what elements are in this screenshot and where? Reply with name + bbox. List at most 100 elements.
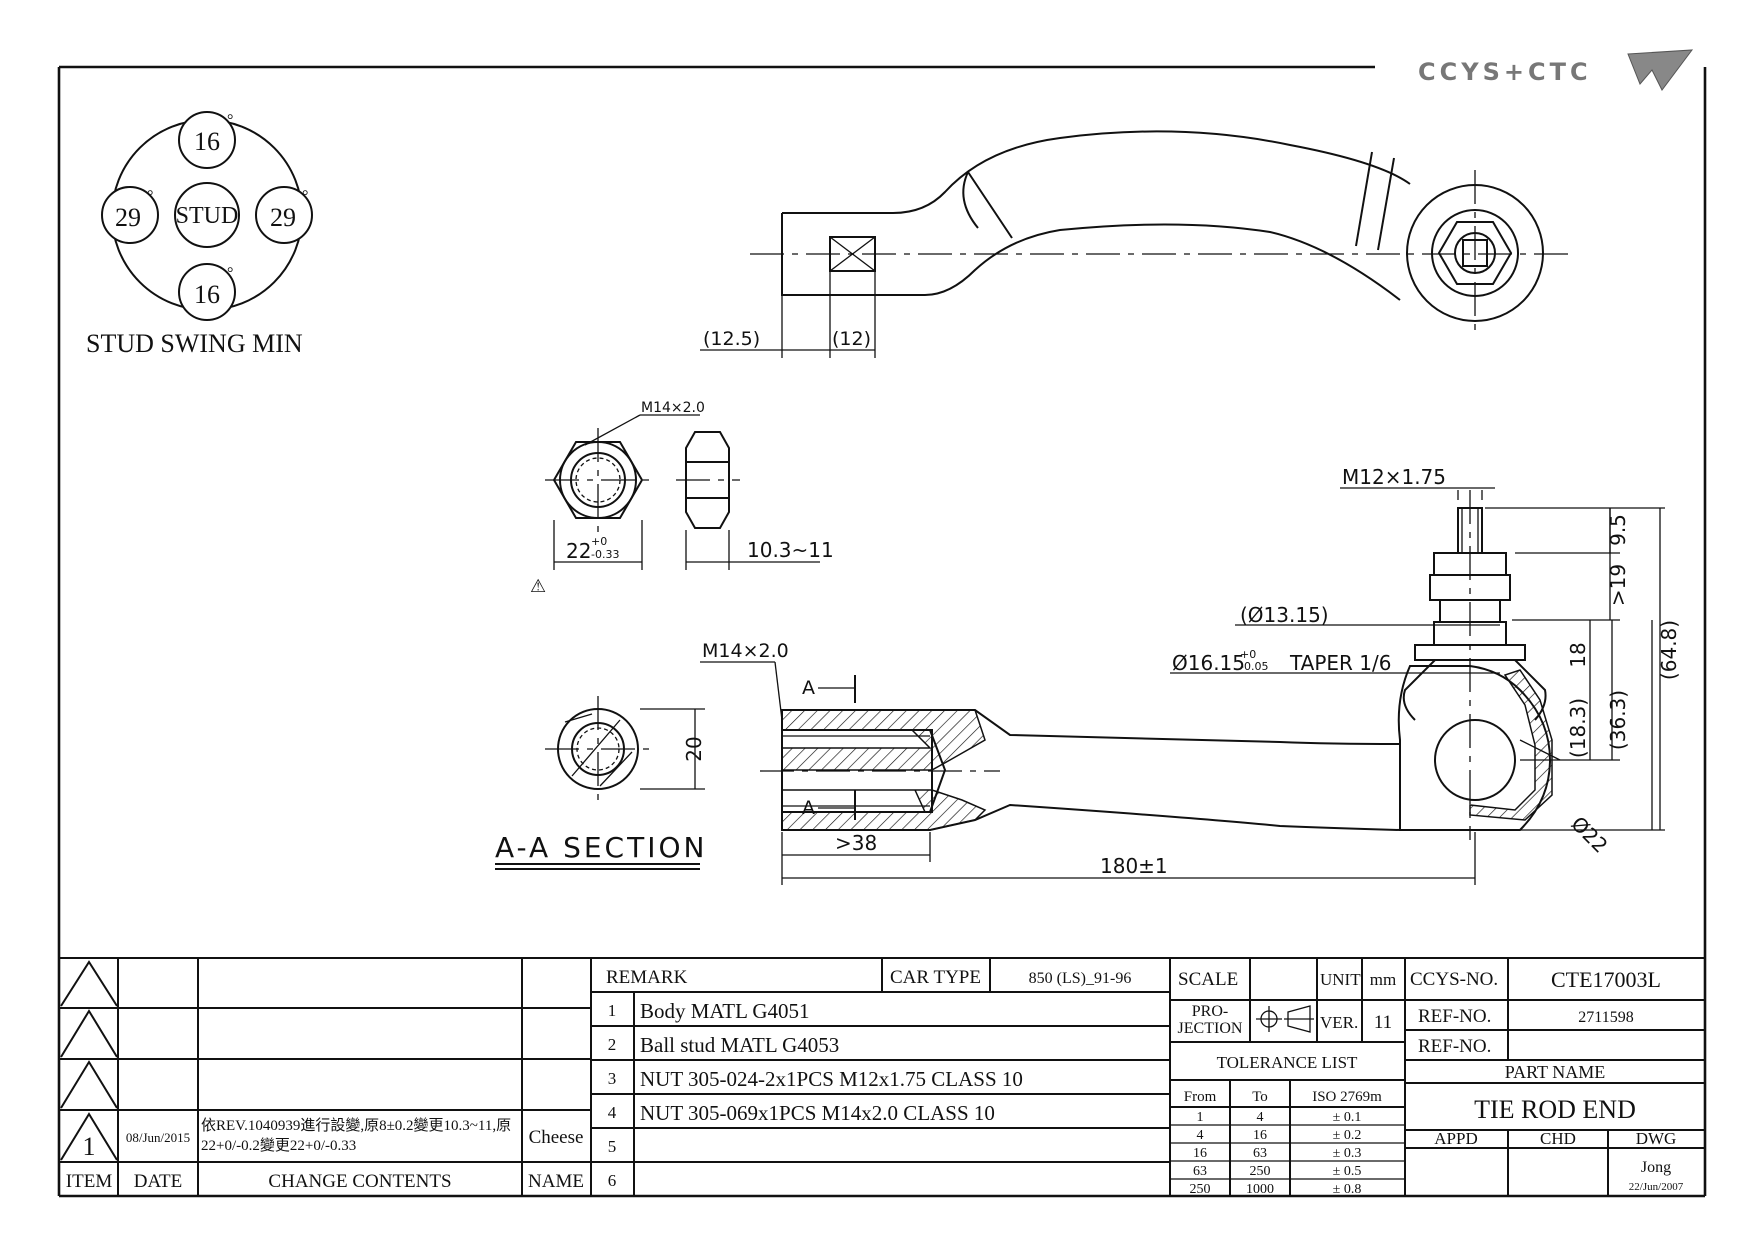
header-name: NAME	[528, 1171, 584, 1192]
remark-text-3: NUT 305-024-2x1PCS M12x1.75 CLASS 10	[640, 1067, 1023, 1091]
title-block	[59, 957, 1705, 1196]
remark-no-6: 6	[608, 1171, 617, 1190]
header-date: DATE	[134, 1171, 183, 1192]
swing-left-value: 29	[115, 203, 141, 232]
remark-text-4: NUT 305-069x1PCS M14x2.0 CLASS 10	[640, 1101, 995, 1125]
unit-label: UNIT	[1320, 970, 1361, 989]
chd-label: CHD	[1540, 1129, 1576, 1148]
ver-value: 11	[1374, 1012, 1392, 1033]
tol-to-3: 63	[1253, 1146, 1267, 1161]
side-view: A A M14×2.0 M12×1.75 9.5	[700, 465, 1681, 885]
section-mark-a-top: A	[802, 677, 815, 699]
projection-label-1: PRO-	[1192, 1003, 1228, 1020]
body-thread: M14×2.0	[702, 640, 789, 662]
dim-20: 20	[682, 736, 706, 761]
tol-iso-label: ISO 2769m	[1312, 1089, 1382, 1105]
dim-22: Ø22	[1566, 812, 1612, 858]
swing-bottom-value: 16	[194, 280, 220, 309]
scale-label: SCALE	[1178, 969, 1238, 990]
swing-caption: STUD SWING MIN	[86, 329, 303, 358]
section-a-a: 20 A-A SECTION	[495, 696, 707, 870]
header-item: ITEM	[66, 1171, 113, 1192]
swing-left-degree: °	[147, 188, 153, 205]
projection-label-2: JECTION	[1178, 1020, 1243, 1037]
nut-views: M14×2.0 22 +0 -0.33 ⚠ 10.3~11	[530, 400, 834, 597]
dim-180: 180±1	[1100, 854, 1168, 878]
tol-value-3: ± 0.3	[1333, 1146, 1362, 1161]
ver-label: VER.	[1320, 1013, 1358, 1032]
tol-value-5: ± 0.8	[1333, 1182, 1362, 1197]
tol-to-5: 1000	[1246, 1182, 1274, 1197]
ref-no-2-label: REF-NO.	[1418, 1036, 1491, 1057]
appd-label: APPD	[1434, 1129, 1477, 1148]
top-view: (12.5) (12)	[700, 130, 1570, 358]
part-name-label: PART NAME	[1505, 1062, 1605, 1082]
tol-from-label: From	[1184, 1089, 1217, 1105]
ccys-no-value: CTE17003L	[1551, 967, 1661, 992]
tol-from-2: 4	[1197, 1128, 1204, 1143]
nut-width: 22	[566, 539, 591, 563]
dim-36-3: (36.3)	[1606, 690, 1630, 750]
revision-mark: 1	[83, 1132, 96, 1161]
dim-18-3: (18.3)	[1566, 698, 1590, 758]
tol-to-label: To	[1252, 1089, 1268, 1105]
remark-no-3: 3	[608, 1069, 617, 1088]
nut-tol-down: -0.33	[591, 548, 619, 561]
titleblock-texts: SCALE UNIT mm PRO- JECTION VER. 11 TOLER…	[1178, 967, 1684, 1197]
tol-to-2: 16	[1253, 1128, 1267, 1143]
nut-thickness: 10.3~11	[747, 538, 834, 562]
unit-value: mm	[1370, 970, 1396, 989]
swing-right-value: 29	[270, 203, 296, 232]
taper-ratio: TAPER 1/6	[1289, 651, 1391, 675]
tol-value-4: ± 0.5	[1333, 1164, 1362, 1179]
tol-from-4: 63	[1193, 1164, 1207, 1179]
tol-value-2: ± 0.2	[1333, 1128, 1362, 1143]
remark-no-2: 2	[608, 1035, 617, 1054]
ref-no-value: 2711598	[1578, 1009, 1633, 1026]
stud-swing-diagram: 16 ° 16 ° 29 ° 29 ° STUD STUD SWING MIN	[86, 111, 313, 358]
remark-label: REMARK	[606, 967, 688, 988]
revision-content-line2: 22+0/-0.2變更22+0/-0.33	[201, 1137, 356, 1154]
tol-from-5: 250	[1190, 1182, 1211, 1197]
company-logo: CCYS+CTC	[1418, 49, 1694, 91]
dim-13-15: (Ø13.15)	[1240, 603, 1329, 627]
drawing-border	[57, 65, 1707, 1198]
dim-12-5: (12.5)	[703, 328, 760, 350]
dim-64-8: (64.8)	[1657, 620, 1681, 680]
tol-from-1: 1	[1197, 1110, 1204, 1125]
tol-to-4: 250	[1250, 1164, 1271, 1179]
revision-content-line1: 依REV.1040939進行設變,原8±0.2變更10.3~11,原	[201, 1117, 511, 1134]
nut-tol-up: +0	[591, 535, 607, 548]
tolerance-title: TOLERANCE LIST	[1217, 1053, 1358, 1072]
tol-value-1: ± 0.1	[1333, 1110, 1362, 1125]
logo-mark-icon	[1627, 49, 1694, 91]
section-title: A-A SECTION	[495, 831, 707, 864]
dim-9-5: 9.5	[1606, 514, 1630, 546]
remark-no-5: 5	[608, 1137, 617, 1156]
remark-text-1: Body MATL G4051	[640, 999, 810, 1023]
dim-38: >38	[835, 831, 877, 855]
logo-text: CCYS+CTC	[1418, 58, 1592, 86]
ref-no-label: REF-NO.	[1418, 1006, 1491, 1027]
remark-texts: REMARK CAR TYPE 850 (LS)_91-96 1 Body MA…	[606, 967, 1131, 1190]
warning-icon: ⚠	[530, 576, 546, 597]
swing-top-degree: °	[227, 112, 233, 129]
header-change-contents: CHANGE CONTENTS	[268, 1171, 451, 1192]
part-name-value: TIE ROD END	[1474, 1095, 1636, 1124]
dwg-name: Jong	[1641, 1159, 1671, 1176]
revision-name: Cheese	[529, 1127, 584, 1148]
taper-diameter: Ø16.15	[1172, 651, 1245, 675]
section-mark-a-bottom: A	[802, 797, 815, 819]
swing-center-label: STUD	[176, 203, 239, 229]
tol-from-3: 16	[1193, 1146, 1207, 1161]
dwg-label: DWG	[1636, 1129, 1677, 1148]
dwg-date: 22/Jun/2007	[1629, 1181, 1684, 1193]
taper-tol-down: -0.05	[1240, 660, 1268, 673]
car-type-label: CAR TYPE	[890, 967, 981, 988]
revision-texts: 1 08/Jun/2015 依REV.1040939進行設變,原8±0.2變更1…	[66, 1117, 584, 1192]
remark-text-2: Ball stud MATL G4053	[640, 1033, 839, 1057]
stud-thread: M12×1.75	[1342, 465, 1446, 489]
dim-18: 18	[1566, 642, 1590, 667]
swing-right-degree: °	[302, 188, 308, 205]
